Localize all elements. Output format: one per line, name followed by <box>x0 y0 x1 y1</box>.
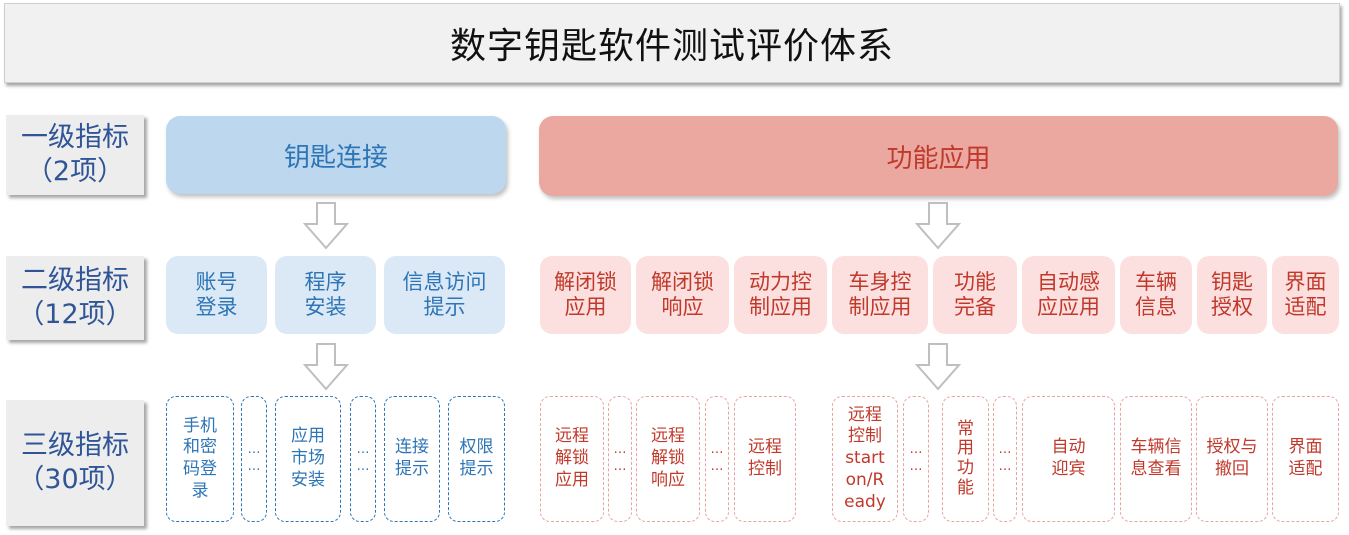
level2-item: 功能 完备 <box>933 256 1017 334</box>
level1-function-app: 功能应用 <box>539 116 1338 196</box>
level3-item: 远程 控制 <box>734 396 796 522</box>
level-label-1-count: （2项） <box>25 156 125 187</box>
level3-item: 手机和密码登录 <box>166 396 234 522</box>
level3-item: 常 用 功 能 <box>942 396 989 522</box>
level3-ellipsis: … … <box>705 396 729 522</box>
level3-item: 权限 提示 <box>448 396 505 522</box>
level-label-2-count: （12项） <box>17 299 133 330</box>
level3-item: 车辆信 息查看 <box>1120 396 1192 522</box>
level3-ellipsis: … … <box>903 396 929 522</box>
level3-item: 连接 提示 <box>384 396 440 522</box>
arrow-down-icon <box>915 202 961 250</box>
level-label-1-name: 一级指标 <box>21 122 129 154</box>
level-label-3: 三级指标 （30项） <box>6 400 144 526</box>
level3-ellipsis: … … <box>608 396 632 522</box>
level2-item: 解闭锁 应用 <box>540 256 631 334</box>
level3-item-label: 手机和密码登录 <box>183 415 217 501</box>
level3-item: 远程 解锁 响应 <box>636 396 700 522</box>
level2-item: 程序 安装 <box>275 256 376 334</box>
level3-item: 应用 市场 安装 <box>275 396 341 522</box>
level-label-3-count: （30项） <box>17 464 133 495</box>
arrow-down-icon <box>303 202 349 250</box>
level2-item: 解闭锁 响应 <box>636 256 729 334</box>
arrow-down-icon <box>915 343 961 391</box>
level2-item: 动力控 制应用 <box>734 256 827 334</box>
level1-key-connect: 钥匙连接 <box>166 116 506 194</box>
level3-ellipsis: … … <box>993 396 1017 522</box>
level-label-2: 二级指标 （12项） <box>6 256 144 340</box>
level2-item: 钥匙 授权 <box>1197 256 1267 334</box>
level-label-1: 一级指标 （2项） <box>6 115 144 195</box>
level3-item: 界面 适配 <box>1272 396 1339 522</box>
level-label-3-name: 三级指标 <box>21 430 129 462</box>
level3-item: 远程 解锁 应用 <box>540 396 604 522</box>
level3-item: 远程 控制 start on/R eady <box>832 396 898 522</box>
level3-item: 自动 迎宾 <box>1022 396 1115 522</box>
level2-item: 自动感 应应用 <box>1022 256 1115 334</box>
arrow-down-icon <box>303 343 349 391</box>
level3-ellipsis: … … <box>241 396 267 522</box>
level-label-2-name: 二级指标 <box>21 265 129 297</box>
level2-item: 车身控 制应用 <box>832 256 928 334</box>
level3-ellipsis: … … <box>350 396 376 522</box>
page-title: 数字钥匙软件测试评价体系 <box>4 3 1340 83</box>
level3-item: 授权与 撤回 <box>1196 396 1268 522</box>
level2-item: 界面 适配 <box>1272 256 1339 334</box>
level2-item: 车辆 信息 <box>1120 256 1192 334</box>
level2-item: 账号 登录 <box>166 256 267 334</box>
level2-item: 信息访问 提示 <box>384 256 505 334</box>
